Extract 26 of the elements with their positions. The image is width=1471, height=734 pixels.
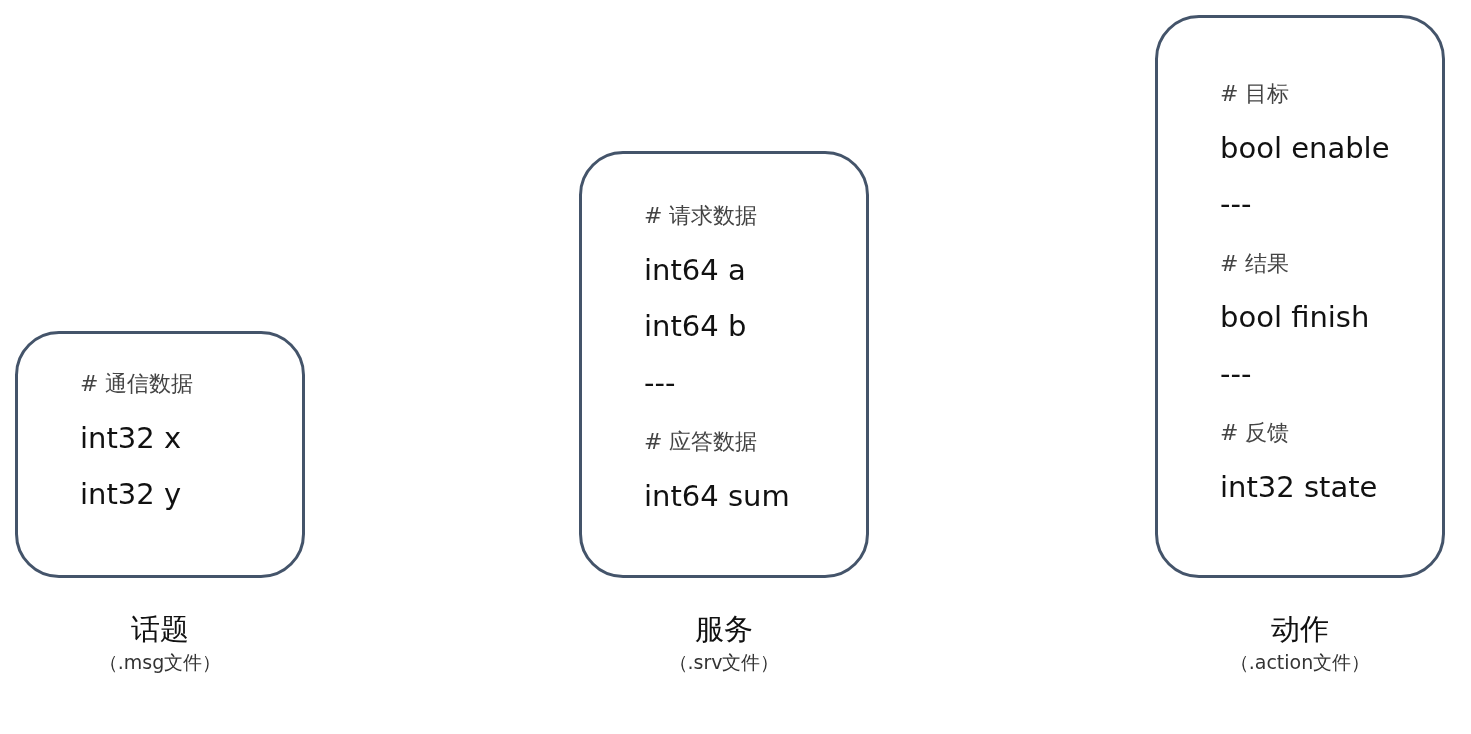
code-line: int64 b — [644, 309, 747, 343]
caption-subtitle: （.srv文件） — [668, 650, 780, 675]
comment-line: # 结果 — [1220, 249, 1290, 278]
caption-subtitle: （.action文件） — [1229, 650, 1371, 675]
comment-line: # 通信数据 — [80, 370, 194, 398]
code-line: int32 x — [80, 420, 182, 455]
code-line: int32 state — [1220, 469, 1378, 504]
code-line: --- — [1220, 187, 1252, 221]
rounded-box — [579, 151, 869, 578]
code-line: --- — [1220, 356, 1252, 391]
rounded-box — [1155, 15, 1445, 578]
caption-title: 动作 — [1271, 611, 1329, 648]
code-line: --- — [644, 365, 676, 400]
caption-title: 话题 — [131, 611, 189, 648]
caption-subtitle: （.msg文件） — [98, 650, 222, 675]
comment-line: # 目标 — [1220, 80, 1290, 108]
code-line: int32 y — [80, 477, 182, 511]
code-line: int64 sum — [644, 478, 790, 513]
code-line: bool finish — [1220, 300, 1370, 334]
code-line: bool enable — [1220, 130, 1390, 165]
comment-line: # 反馈 — [1220, 419, 1290, 447]
code-line: int64 a — [644, 252, 746, 287]
caption-title: 服务 — [695, 611, 753, 648]
rounded-box — [15, 331, 305, 578]
comment-line: # 请求数据 — [644, 202, 758, 230]
comment-line: # 应答数据 — [644, 428, 758, 456]
